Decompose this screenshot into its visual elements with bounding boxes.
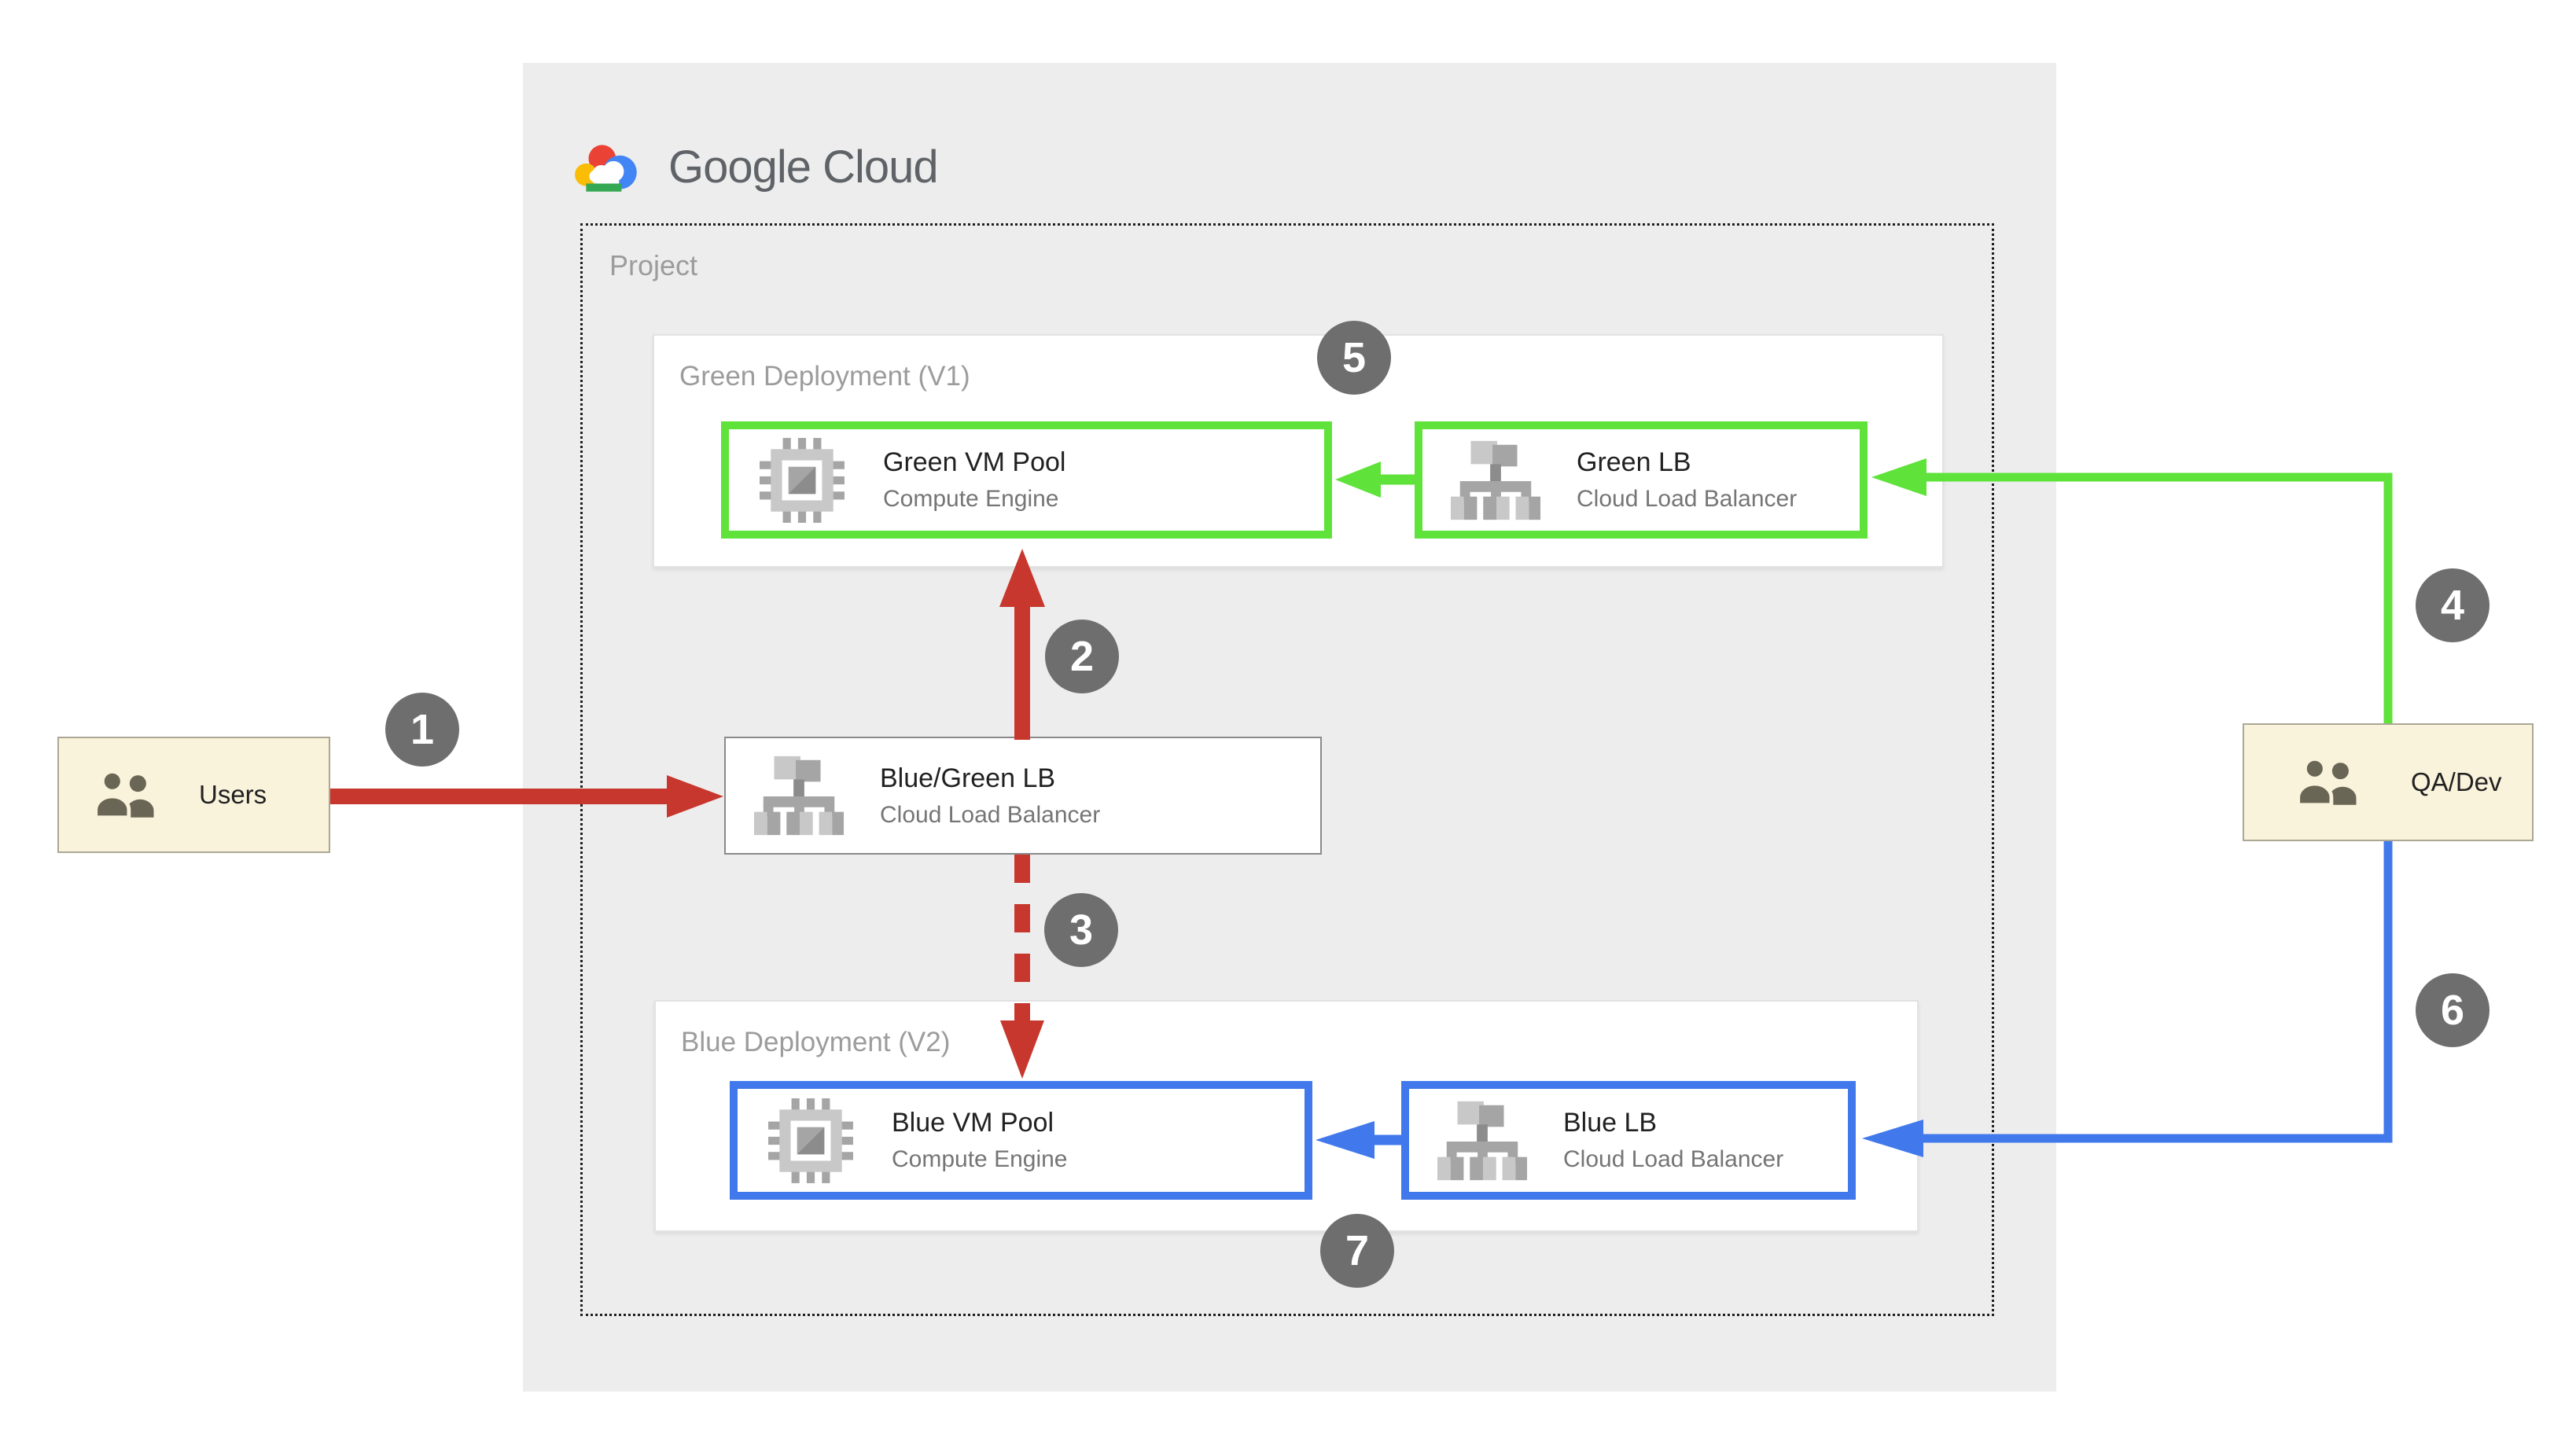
green-deployment-label: Green Deployment (V1) [679,361,970,392]
green-vm-pool-title: Green VM Pool [883,447,1066,477]
blue-green-lb-node: Blue/Green LB Cloud Load Balancer [724,737,1322,855]
blue-vm-pool-node: Blue VM Pool Compute Engine [730,1081,1312,1200]
blue-green-lb-subtitle: Cloud Load Balancer [880,801,1101,828]
blue-lb-title: Blue LB [1563,1108,1658,1138]
load-balancer-icon [753,752,845,840]
step-badge-6: 6 [2416,973,2490,1047]
project-label: Project [609,249,698,281]
users-box: Users [57,737,330,853]
step-badge-7: 7 [1320,1214,1394,1288]
users-icon [2296,758,2357,807]
compute-engine-icon [756,436,848,524]
blue-lb-node: Blue LB Cloud Load Balancer [1401,1081,1856,1200]
step-badge-5: 5 [1317,321,1391,395]
blue-vm-pool-title: Blue VM Pool [892,1108,1054,1138]
green-lb-title: Green LB [1577,447,1691,477]
qadev-box: QA/Dev [2243,723,2534,841]
step-badge-1: 1 [385,693,459,767]
load-balancer-icon [1449,436,1542,524]
blue-lb-subtitle: Cloud Load Balancer [1563,1146,1784,1172]
green-lb-node: Green LB Cloud Load Balancer [1415,421,1868,539]
step-badge-4: 4 [2416,568,2490,642]
users-label: Users [199,780,267,809]
users-icon [94,770,154,819]
compute-engine-icon [764,1097,857,1185]
step-badge-3: 3 [1044,893,1118,967]
step-badge-2: 2 [1045,620,1119,693]
blue-vm-pool-subtitle: Compute Engine [892,1146,1068,1172]
project-container: Project [580,223,1994,1316]
load-balancer-icon [1436,1097,1529,1185]
green-vm-pool-node: Green VM Pool Compute Engine [721,421,1332,539]
blue-deployment-label: Blue Deployment (V2) [681,1027,951,1057]
green-vm-pool-subtitle: Compute Engine [883,486,1059,512]
green-lb-subtitle: Cloud Load Balancer [1577,486,1798,512]
logo-text: Google Cloud [668,141,939,193]
qadev-label: QA/Dev [2411,767,2502,796]
google-cloud-logo: Google Cloud [572,135,939,198]
google-cloud-logo-icon [575,145,637,192]
blue-green-lb-title: Blue/Green LB [880,763,1056,793]
